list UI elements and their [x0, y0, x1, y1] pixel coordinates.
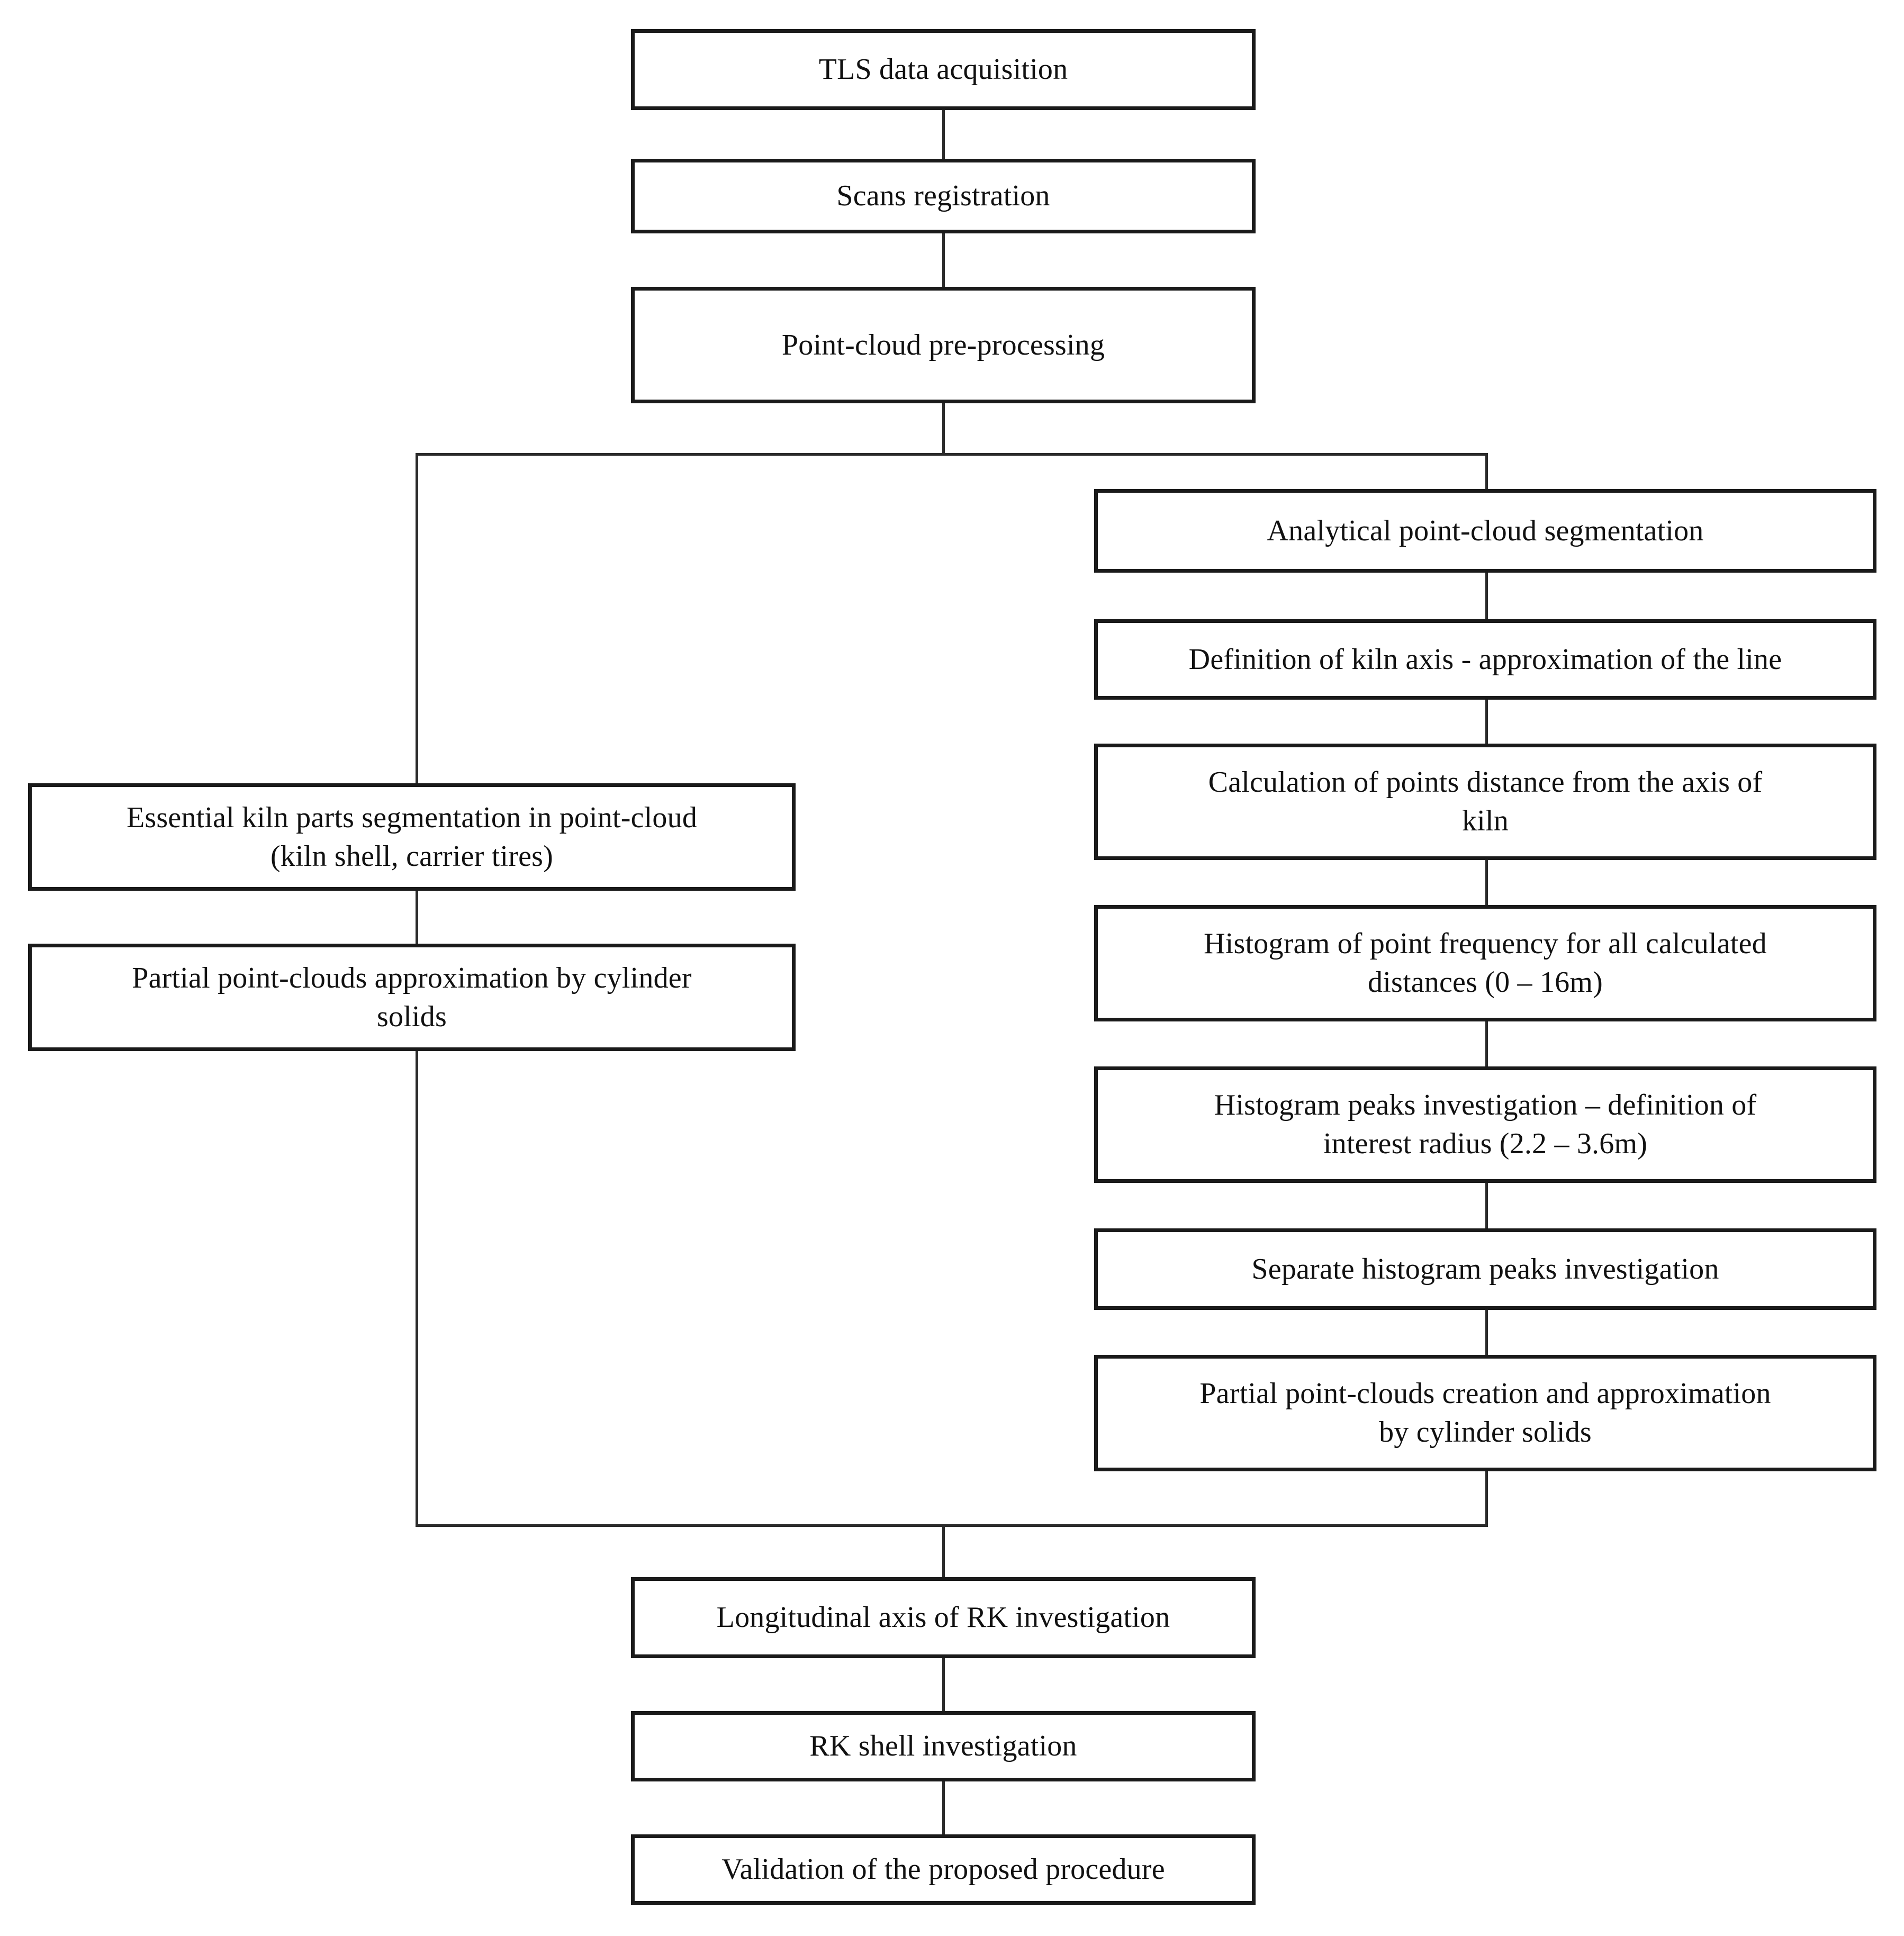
node-definition-of-kiln-axis[interactable]: Definition of kiln axis - approximation … [1094, 619, 1876, 700]
node-analytical-point-cloud-segmentation[interactable]: Analytical point-cloud segmentation [1094, 489, 1876, 573]
node-label: Essential kiln parts segmentation in poi… [126, 801, 698, 873]
connector-right-branch-vertical-top [1485, 453, 1488, 491]
node-label: RK shell investigation [809, 1730, 1077, 1763]
connector-peaks-to-separate [1485, 1183, 1488, 1228]
node-label: Histogram of point frequency for all cal… [1204, 927, 1767, 999]
node-partial-point-clouds-approximation[interactable]: Partial point-clouds approximation by cy… [28, 944, 796, 1051]
connector-definition-to-calculation [1485, 700, 1488, 744]
connector-merge-to-longitudinal [942, 1524, 945, 1577]
node-separate-histogram-peaks-investigation[interactable]: Separate histogram peaks investigation [1094, 1228, 1876, 1310]
connector-acquisition-to-registration [942, 110, 945, 167]
node-label: Separate histogram peaks investigation [1251, 1252, 1719, 1286]
node-tls-data-acquisition[interactable]: TLS data acquisition [631, 29, 1256, 110]
connector-separate-to-partial-creation [1485, 1310, 1488, 1355]
node-scans-registration[interactable]: Scans registration [631, 159, 1256, 233]
node-validation-of-procedure[interactable]: Validation of the proposed procedure [631, 1834, 1256, 1905]
node-rk-shell-investigation[interactable]: RK shell investigation [631, 1711, 1256, 1781]
connector-essential-to-partial [416, 891, 418, 944]
connector-right-branch-vertical-bottom [1485, 1453, 1488, 1526]
connector-longitudinal-to-shell [942, 1658, 945, 1711]
connector-shell-to-validation [942, 1781, 945, 1834]
node-label: Longitudinal axis of RK investigation [716, 1601, 1170, 1634]
node-label: Partial point-clouds approximation by cy… [132, 961, 692, 1033]
node-longitudinal-axis-of-rk[interactable]: Longitudinal axis of RK investigation [631, 1577, 1256, 1658]
connector-calculation-to-histogram [1485, 860, 1488, 905]
node-histogram-peaks-investigation[interactable]: Histogram peaks investigation – definiti… [1094, 1066, 1876, 1183]
node-label: Scans registration [836, 179, 1050, 213]
connector-preprocessing-to-split [942, 403, 945, 455]
node-histogram-of-point-frequency[interactable]: Histogram of point frequency for all cal… [1094, 905, 1876, 1021]
connector-split-bus [416, 453, 1488, 456]
node-label: TLS data acquisition [818, 53, 1068, 86]
node-essential-kiln-parts-segmentation[interactable]: Essential kiln parts segmentation in poi… [28, 783, 796, 891]
node-label: Point-cloud pre-processing [781, 328, 1105, 361]
connector-registration-to-preprocessing [942, 233, 945, 291]
node-label: Calculation of points distance from the … [1208, 766, 1763, 837]
node-label: Histogram peaks investigation – definiti… [1214, 1089, 1757, 1160]
connector-merge-bus [416, 1524, 1488, 1527]
node-point-cloud-pre-processing[interactable]: Point-cloud pre-processing [631, 287, 1256, 403]
node-label: Definition of kiln axis - approximation … [1188, 643, 1782, 676]
node-calculation-of-points-distance[interactable]: Calculation of points distance from the … [1094, 744, 1876, 860]
node-label: Partial point-clouds creation and approx… [1199, 1377, 1771, 1449]
connector-analytical-to-definition [1485, 573, 1488, 619]
node-label: Analytical point-cloud segmentation [1267, 514, 1704, 547]
node-label: Validation of the proposed procedure [721, 1853, 1165, 1886]
node-partial-point-clouds-creation[interactable]: Partial point-clouds creation and approx… [1094, 1355, 1876, 1471]
connector-histogram-to-peaks [1485, 1021, 1488, 1066]
